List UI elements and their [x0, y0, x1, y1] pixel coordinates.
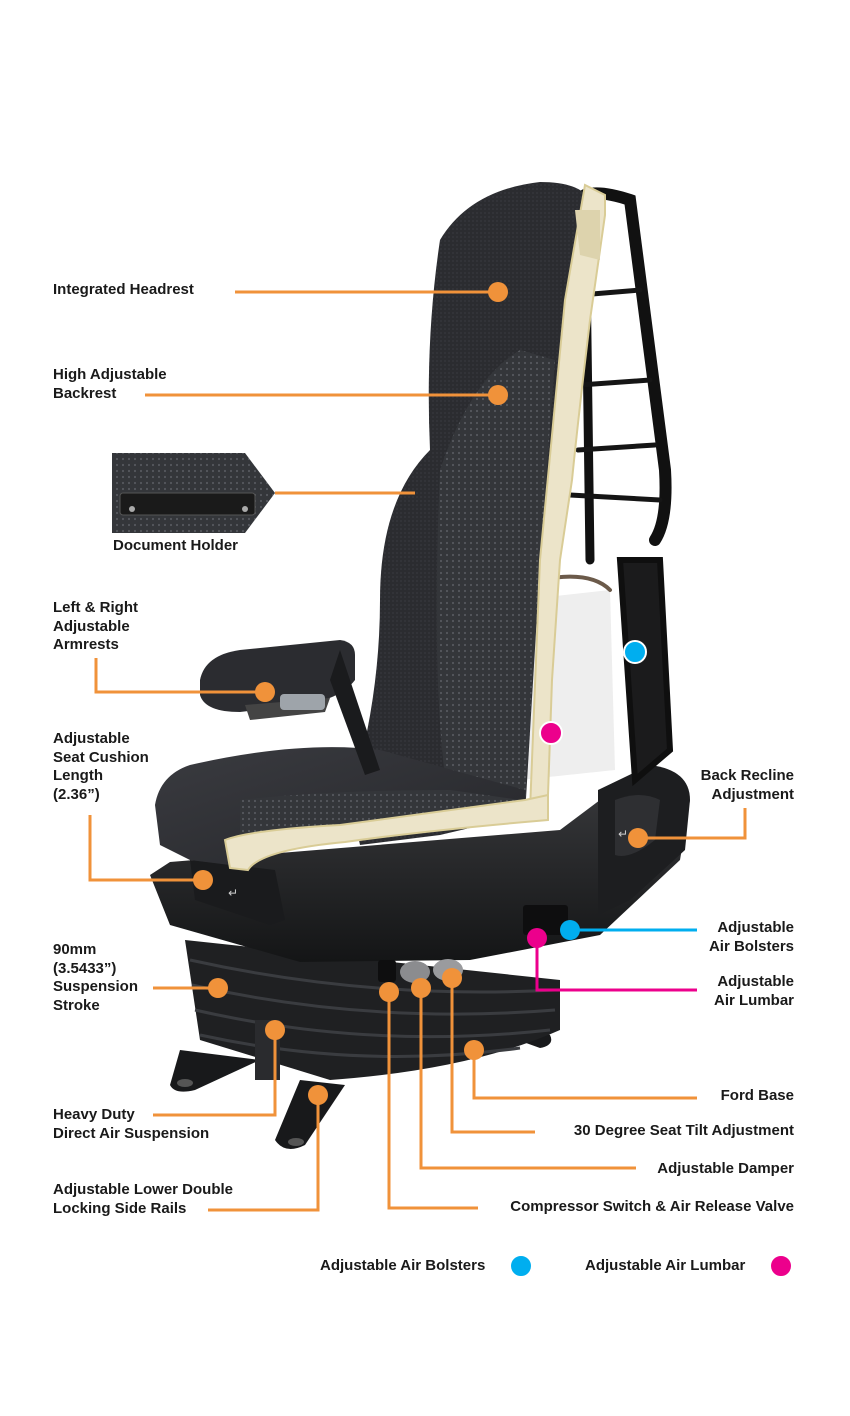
svg-text:↵: ↵	[228, 886, 238, 900]
dot-headrest	[488, 282, 508, 302]
label-lower-side-rails: Adjustable Lower Double Locking Side Rai…	[53, 1181, 234, 1217]
document-holder-image	[112, 453, 275, 533]
label-seat-cushion-length: Adjustable Seat Cushion Length (2.36”)	[53, 730, 149, 803]
lumbar-leader	[535, 938, 697, 992]
label-seat-tilt: 30 Degree Seat Tilt Adjustment	[573, 1122, 794, 1139]
seat-cushion	[155, 747, 549, 872]
marker-lumbar-backrest	[539, 721, 563, 745]
label-adjustable-damper: Adjustable Damper	[657, 1160, 794, 1177]
leader-lines	[88, 290, 747, 1212]
dot-armrest	[255, 682, 275, 702]
dot-backrest	[488, 385, 508, 405]
dot-air-bolsters	[560, 920, 580, 940]
seat-base	[170, 940, 560, 1149]
label-ford-base: Ford Base	[720, 1087, 794, 1104]
label-integrated-headrest: Integrated Headrest	[53, 281, 194, 298]
label-document-holder: Document Holder	[113, 537, 239, 554]
label-air-bolsters: Adjustable Air Bolsters	[708, 919, 794, 955]
label-high-adjustable-backrest: High Adjustable Backrest	[53, 366, 167, 402]
legend-lumbar-dot	[769, 1254, 793, 1278]
dot-side-rails	[308, 1085, 328, 1105]
legend-markers	[509, 1254, 793, 1278]
dot-heavy-duty	[265, 1020, 285, 1040]
marker-bolster-backrest	[623, 640, 647, 664]
dot-back-recline	[628, 828, 648, 848]
label-air-lumbar: Adjustable Air Lumbar	[713, 973, 794, 1009]
label-suspension-stroke: 90mm (3.5433”) Suspension Stroke	[53, 941, 139, 1014]
label-heavy-duty-suspension: Heavy Duty Direct Air Suspension	[53, 1106, 210, 1142]
label-back-recline: Back Recline Adjustment	[700, 767, 794, 803]
callout-dots	[193, 282, 648, 1105]
dot-air-lumbar	[527, 928, 547, 948]
legend-air-bolsters: Adjustable Air Bolsters	[320, 1257, 486, 1274]
backrest	[350, 182, 606, 845]
label-compressor-switch: Compressor Switch & Air Release Valve	[510, 1198, 794, 1215]
svg-text:↵: ↵	[618, 827, 628, 841]
label-armrests: Left & Right Adjustable Armrests	[53, 599, 138, 653]
dot-cushion-length	[193, 870, 213, 890]
dot-damper	[411, 978, 431, 998]
armrest	[200, 640, 380, 775]
dot-suspension-stroke	[208, 978, 228, 998]
dot-seat-tilt	[442, 968, 462, 988]
legend-air-lumbar: Adjustable Air Lumbar	[585, 1257, 746, 1274]
dot-ford-base	[464, 1040, 484, 1060]
dot-compressor	[379, 982, 399, 1002]
legend-bolster-dot	[509, 1254, 533, 1278]
